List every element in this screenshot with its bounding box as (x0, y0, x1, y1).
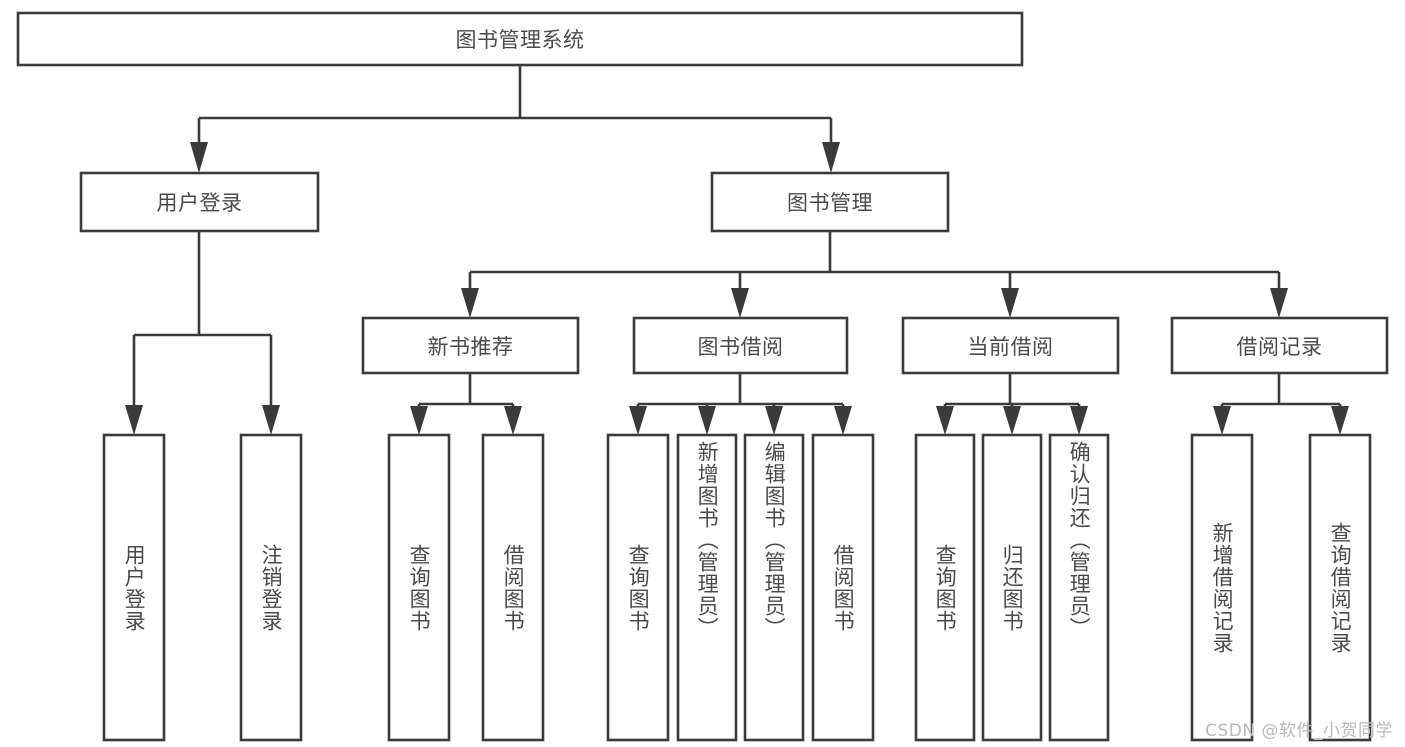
node-box-leaf-user-login[interactable] (102, 433, 166, 742)
node-box-leaf-query-record[interactable] (1308, 433, 1372, 742)
arrow-to-user-login (190, 142, 208, 173)
node-box-leaf-query-book-cur[interactable] (914, 433, 976, 742)
node-box-root[interactable] (16, 11, 1024, 67)
arrow-to-leaf-query-book-rec (410, 406, 428, 435)
node-box-borrow-record[interactable] (1170, 316, 1389, 375)
arrow-to-leaf-add-record (1213, 406, 1231, 435)
arrow-to-leaf-user-logout (262, 405, 280, 435)
connector-new-book-rec-to-leaves (410, 373, 522, 435)
node-box-leaf-user-logout[interactable] (239, 433, 303, 742)
arrow-to-leaf-query-book-borrow (629, 406, 647, 435)
arrow-to-leaf-query-book-cur (936, 406, 954, 435)
node-box-book-borrow[interactable] (632, 316, 849, 375)
arrow-to-book-borrow (731, 288, 749, 318)
arrow-to-leaf-borrow-book-rec (504, 406, 522, 435)
arrow-to-new-book-rec (461, 288, 479, 318)
node-box-leaf-borrow-book-rec[interactable] (481, 433, 545, 742)
arrow-to-leaf-borrow-book (834, 406, 852, 435)
node-box-leaf-add-record[interactable] (1190, 433, 1254, 742)
connector-book-borrow-to-leaves (629, 373, 852, 435)
arrow-to-book-manage (822, 142, 840, 173)
arrow-to-leaf-add-book (698, 406, 716, 435)
arrow-to-leaf-user-login (125, 405, 143, 435)
arrow-to-leaf-query-record (1331, 406, 1349, 435)
node-box-new-book-rec[interactable] (361, 316, 580, 375)
node-box-leaf-borrow-book[interactable] (811, 433, 875, 742)
node-box-leaf-query-book-rec[interactable] (387, 433, 451, 742)
connector-book-manage-to-level3 (461, 231, 1288, 318)
arrow-to-leaf-confirm-return (1070, 406, 1088, 435)
arrow-to-leaf-return-book (1003, 406, 1021, 435)
node-box-leaf-add-book[interactable] (676, 433, 738, 742)
arrow-to-current-borrow (1001, 288, 1019, 318)
node-box-book-manage[interactable] (710, 171, 950, 233)
connector-current-borrow-to-leaves (936, 373, 1088, 435)
node-box-leaf-edit-book[interactable] (743, 433, 805, 742)
node-box-leaf-confirm-return[interactable] (1048, 433, 1110, 742)
node-box-leaf-query-book-borrow[interactable] (606, 433, 670, 742)
node-box-leaf-return-book[interactable] (981, 433, 1043, 742)
node-box-current-borrow[interactable] (901, 316, 1120, 375)
node-box-user-login[interactable] (79, 171, 320, 233)
arrow-to-leaf-edit-book (765, 406, 783, 435)
arrow-to-borrow-record (1270, 288, 1288, 318)
connector-borrow-record-to-leaves (1213, 373, 1349, 435)
connector-root-to-level2 (190, 65, 840, 173)
csdn-watermark: CSDN @软件_小贺同学 (1205, 721, 1393, 741)
connector-user-login-to-leaves (125, 231, 280, 435)
